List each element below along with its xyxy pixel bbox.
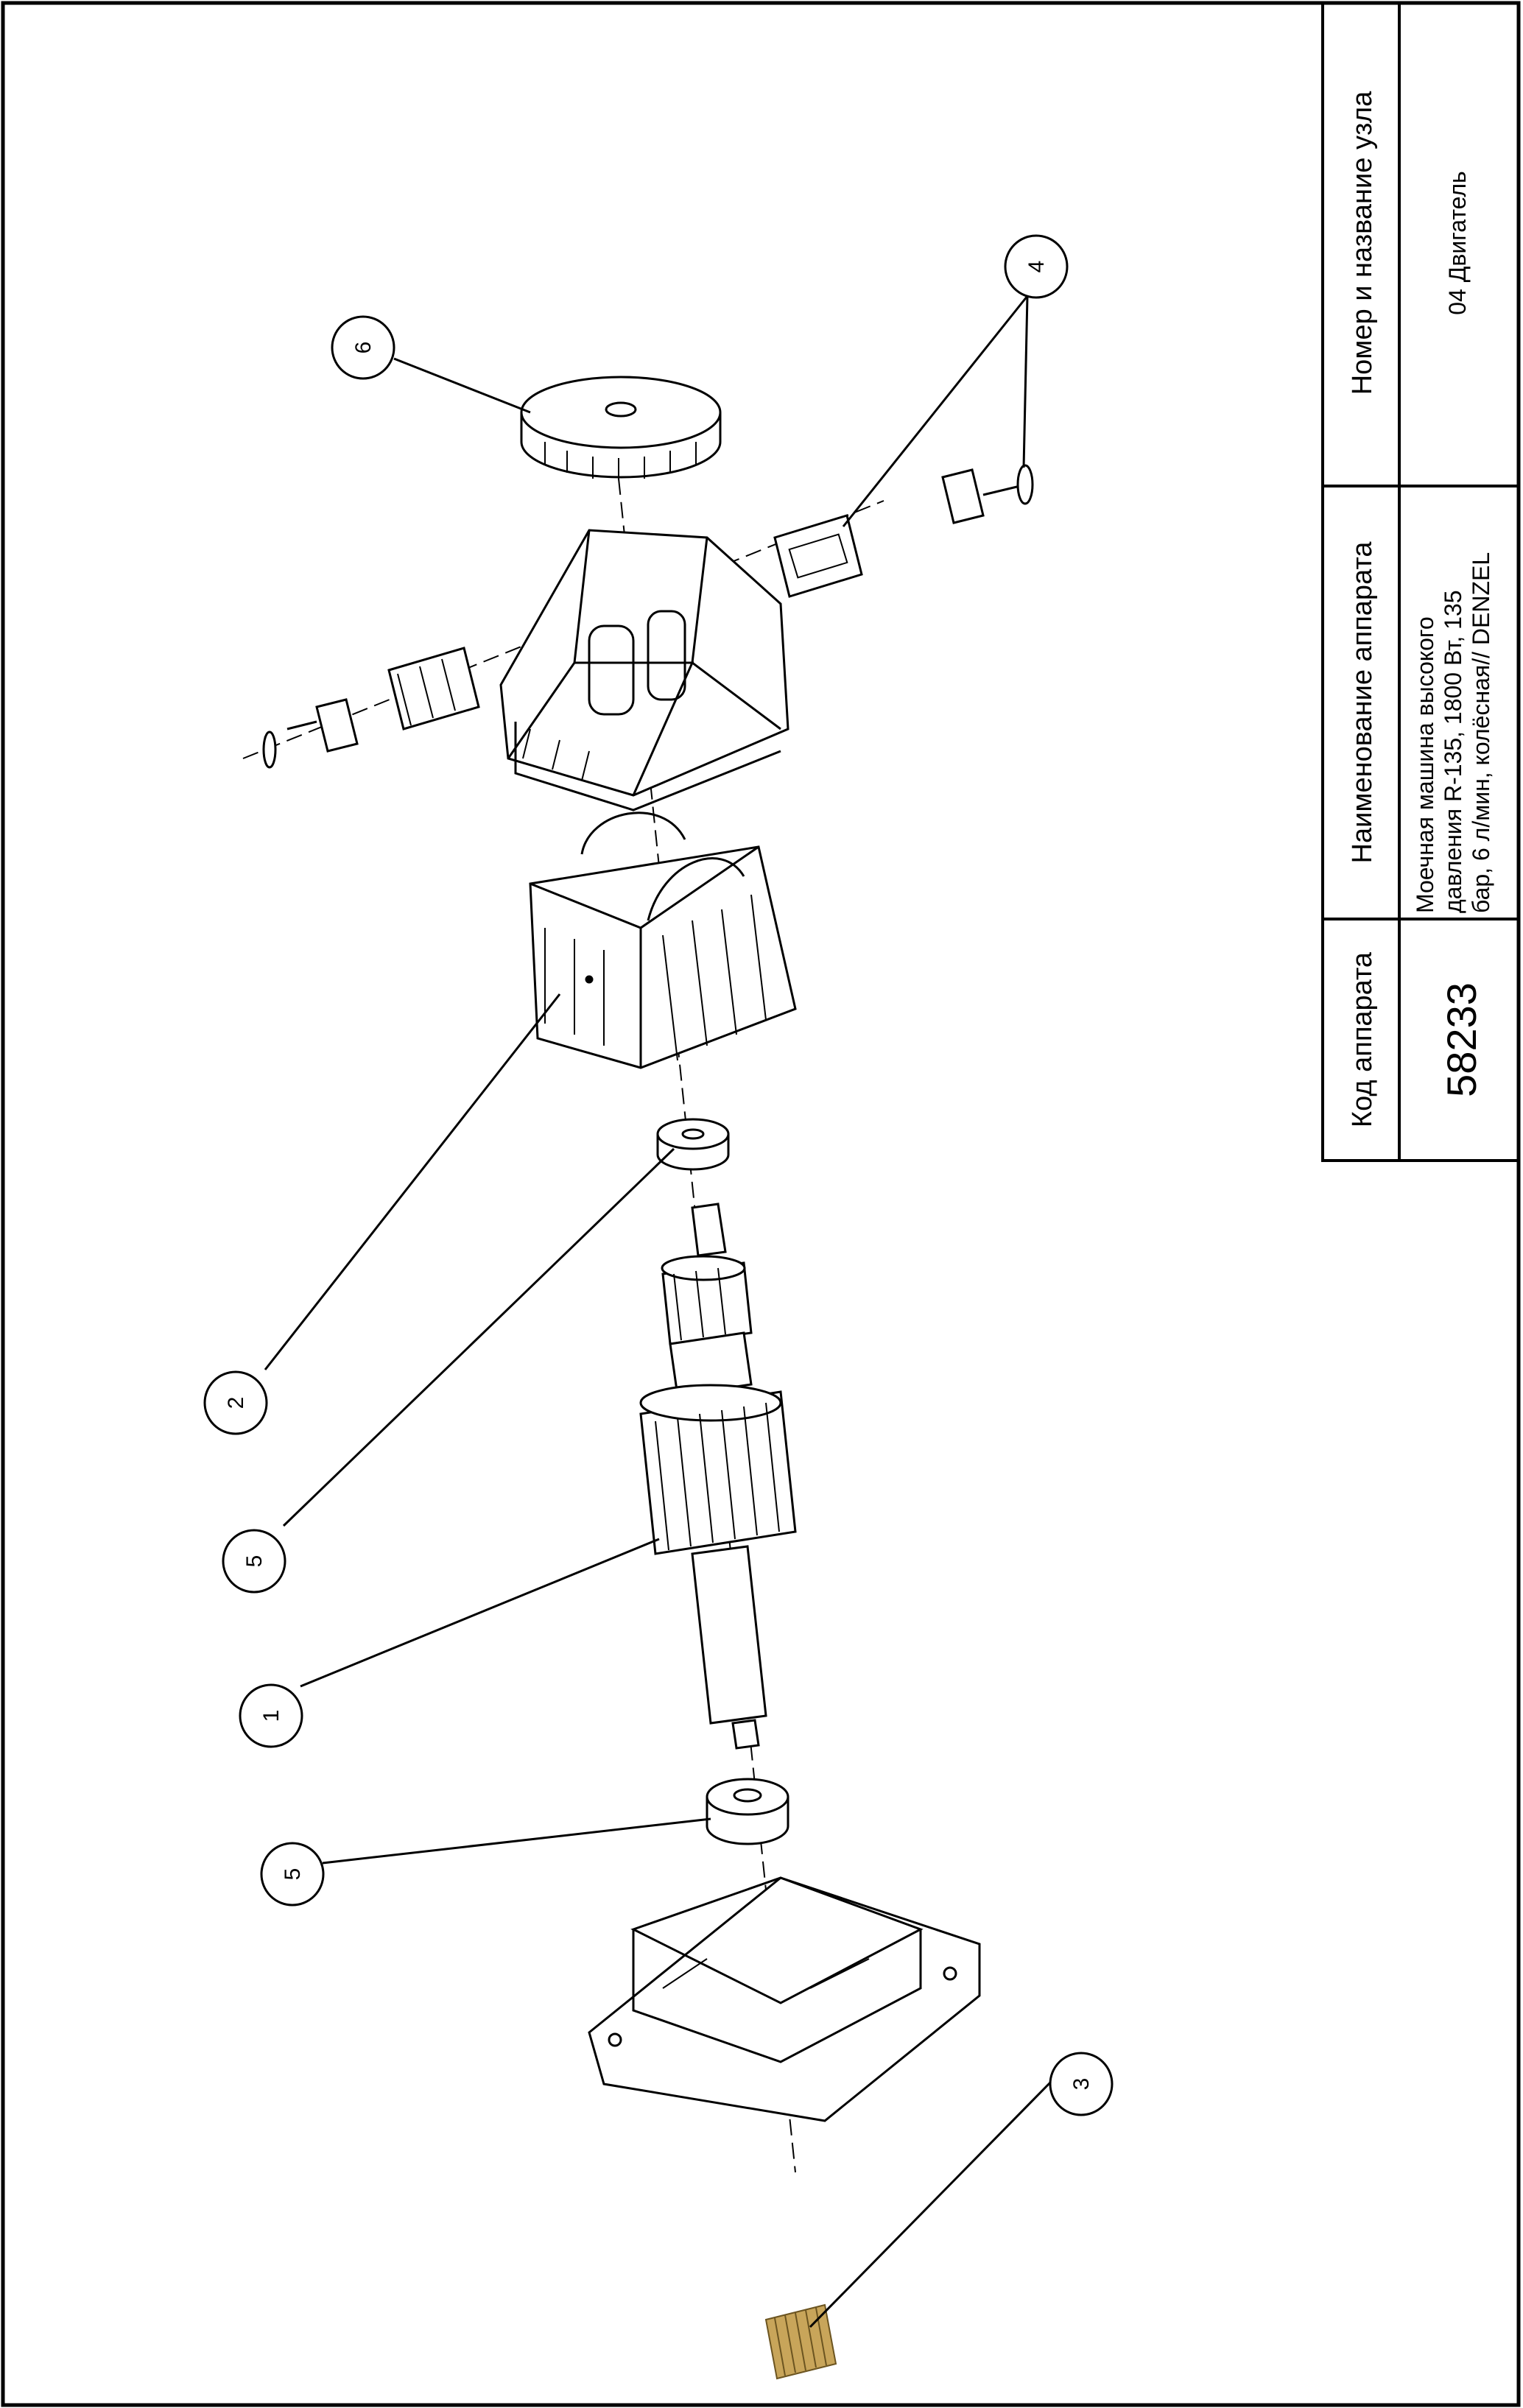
stator-part	[529, 812, 797, 1069]
bearing-lower-part	[706, 1778, 789, 1845]
device-line-2: давления R-135, 1800 Вт, 135	[1440, 590, 1466, 913]
svg-text:1: 1	[259, 1710, 284, 1722]
node-value: 04 Двигатель	[1444, 171, 1471, 314]
device-line-1: Моечная машина высокого	[1412, 616, 1438, 913]
callout-4: 4	[1004, 234, 1069, 299]
lower-housing-part	[588, 1876, 981, 2122]
upper-housing-part	[499, 529, 789, 812]
brush-assembly-right	[773, 464, 1034, 598]
device-header: Наименование аппарата	[1347, 541, 1378, 864]
svg-text:5: 5	[242, 1555, 267, 1568]
callout-5-lower: 5	[260, 1842, 325, 1907]
callout-3: 3	[1049, 2052, 1114, 2116]
code-header: Код аппарата	[1347, 951, 1378, 1127]
svg-text:4: 4	[1024, 261, 1049, 273]
fan-part	[520, 376, 722, 480]
rotor-part	[639, 1203, 797, 1750]
callout-6: 6	[331, 315, 395, 380]
leader-lines	[264, 295, 1053, 2328]
gear-part	[764, 2303, 837, 2380]
svg-text:5: 5	[281, 1868, 305, 1881]
code-value: 58233	[1438, 982, 1485, 1097]
device-line-3: бар, 6 л/мин, колёсная// DENZEL	[1468, 552, 1494, 913]
callout-2: 2	[203, 1370, 268, 1435]
callout-5-upper: 5	[222, 1529, 286, 1594]
node-header: Номер и название узла	[1347, 91, 1378, 395]
brush-assembly-left	[262, 647, 480, 769]
title-block	[1321, 1, 1520, 1162]
svg-text:2: 2	[224, 1397, 248, 1409]
callout-1: 1	[239, 1683, 303, 1748]
svg-text:3: 3	[1069, 2078, 1094, 2091]
bearing-upper-part	[656, 1118, 730, 1171]
svg-text:6: 6	[351, 342, 376, 354]
